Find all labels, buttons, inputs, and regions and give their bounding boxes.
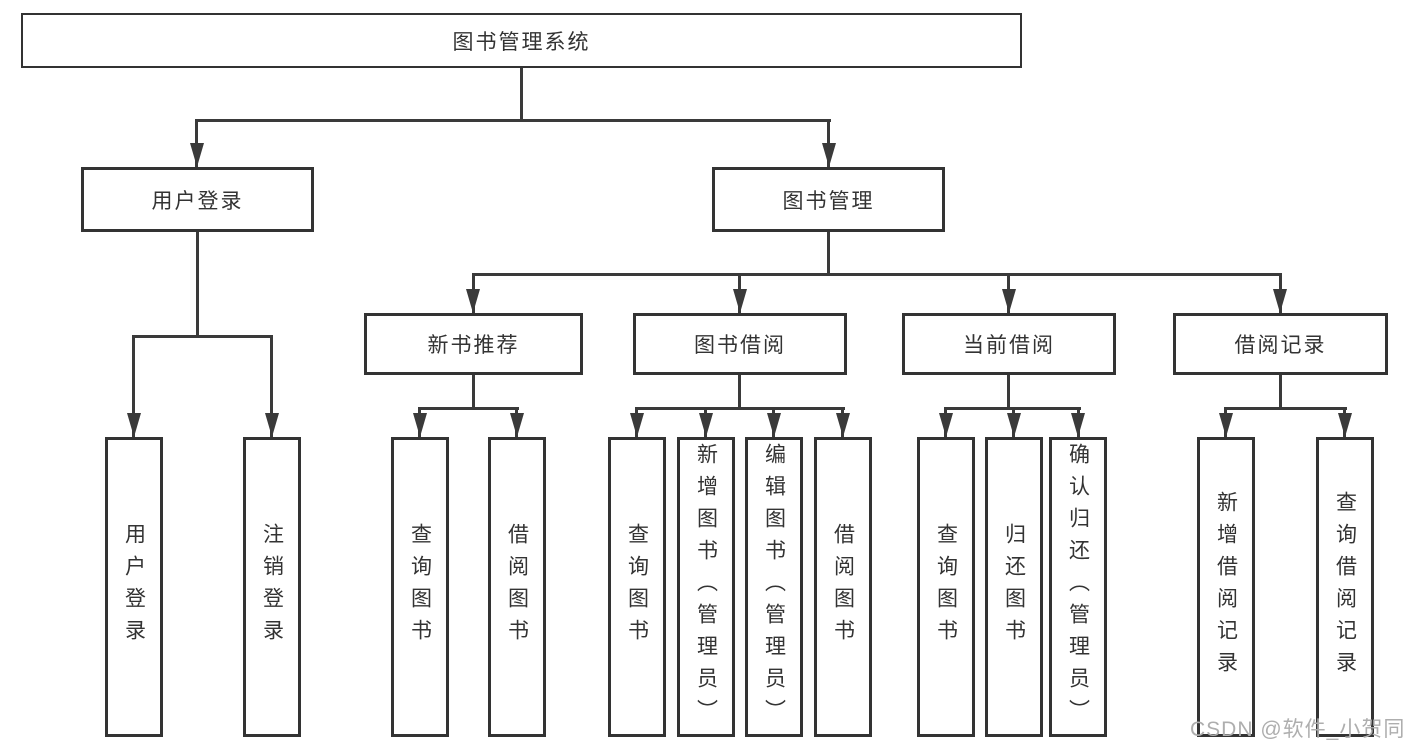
arrowhead-icon	[190, 143, 204, 167]
arrowhead-icon	[836, 413, 850, 437]
arrowhead-icon	[413, 413, 427, 437]
connector-line	[472, 375, 475, 407]
connector-line	[472, 273, 1282, 276]
node-book-management: 图书管理	[712, 167, 945, 232]
connector-line	[635, 407, 845, 410]
node-book-borrow-label: 图书借阅	[694, 334, 786, 357]
node-user-login-label: 用户登录	[151, 189, 244, 213]
arrowhead-icon	[510, 413, 524, 437]
connector-line	[1279, 375, 1282, 407]
leaf-edit-books-admin: 编辑图书（管理员）	[745, 437, 803, 737]
arrowhead-icon	[822, 143, 836, 167]
connector-line	[738, 375, 741, 407]
leaf-user-login-label: 用户登录	[122, 523, 146, 651]
node-book-management-label: 图书管理	[782, 189, 875, 213]
leaf-borrow-books-recommend-label: 借阅图书	[505, 523, 529, 651]
arrowhead-icon	[1219, 413, 1233, 437]
node-borrow-records-label: 借阅记录	[1234, 334, 1327, 357]
connector-line	[195, 119, 831, 122]
leaf-return-books: 归还图书	[985, 437, 1043, 737]
node-book-borrow: 图书借阅	[633, 313, 847, 375]
arrowhead-icon	[127, 413, 141, 437]
node-borrow-records: 借阅记录	[1173, 313, 1388, 375]
node-new-book-recommend: 新书推荐	[364, 313, 583, 375]
leaf-return-books-label: 归还图书	[1002, 523, 1026, 651]
leaf-query-borrow-record: 查询借阅记录	[1316, 437, 1374, 737]
leaf-borrow-books-recommend: 借阅图书	[488, 437, 546, 737]
connector-line	[418, 407, 519, 410]
leaf-user-login: 用户登录	[105, 437, 163, 737]
arrowhead-icon	[733, 289, 747, 313]
leaf-query-books-recommend: 查询图书	[391, 437, 449, 737]
arrowhead-icon	[1007, 413, 1021, 437]
leaf-add-borrow-record: 新增借阅记录	[1197, 437, 1255, 737]
arrowhead-icon	[1338, 413, 1352, 437]
leaf-logout-label: 注销登录	[260, 523, 284, 651]
node-current-borrow-label: 当前借阅	[963, 334, 1055, 357]
leaf-add-borrow-record-label: 新增借阅记录	[1214, 491, 1238, 683]
connector-line	[520, 68, 523, 119]
arrowhead-icon	[1002, 289, 1016, 313]
leaf-add-books-admin: 新增图书（管理员）	[677, 437, 735, 737]
arrowhead-icon	[265, 413, 279, 437]
leaf-edit-books-admin-label: 编辑图书（管理员）	[762, 443, 786, 731]
node-current-borrow: 当前借阅	[902, 313, 1116, 375]
connector-line	[132, 335, 135, 437]
node-user-login: 用户登录	[81, 167, 314, 232]
leaf-query-books-borrow: 查询图书	[608, 437, 666, 737]
csdn-watermark: CSDN @软件_小贺同学	[1190, 718, 1405, 741]
connector-line	[1007, 375, 1010, 407]
node-root: 图书管理系统	[21, 13, 1022, 68]
node-root-label: 图书管理系统	[452, 30, 591, 54]
leaf-confirm-return-admin-label: 确认归还（管理员）	[1066, 443, 1090, 731]
node-new-book-recommend-label: 新书推荐	[427, 334, 520, 357]
arrowhead-icon	[767, 413, 781, 437]
arrowhead-icon	[630, 413, 644, 437]
leaf-logout: 注销登录	[243, 437, 301, 737]
arrowhead-icon	[1273, 289, 1287, 313]
arrowhead-icon	[699, 413, 713, 437]
leaf-add-books-admin-label: 新增图书（管理员）	[694, 443, 718, 731]
connector-line	[196, 232, 199, 335]
connector-line	[1224, 407, 1347, 410]
leaf-query-books-current: 查询图书	[917, 437, 975, 737]
leaf-borrow-books: 借阅图书	[814, 437, 872, 737]
leaf-confirm-return-admin: 确认归还（管理员）	[1049, 437, 1107, 737]
connector-line	[132, 335, 273, 338]
arrowhead-icon	[1071, 413, 1085, 437]
arrowhead-icon	[466, 289, 480, 313]
leaf-borrow-books-label: 借阅图书	[831, 523, 855, 651]
leaf-query-books-current-label: 查询图书	[934, 523, 958, 651]
connector-line	[270, 335, 273, 437]
connector-line	[827, 232, 830, 273]
leaf-query-books-borrow-label: 查询图书	[625, 523, 649, 651]
arrowhead-icon	[939, 413, 953, 437]
leaf-query-borrow-record-label: 查询借阅记录	[1333, 491, 1357, 683]
leaf-query-books-recommend-label: 查询图书	[408, 523, 432, 651]
